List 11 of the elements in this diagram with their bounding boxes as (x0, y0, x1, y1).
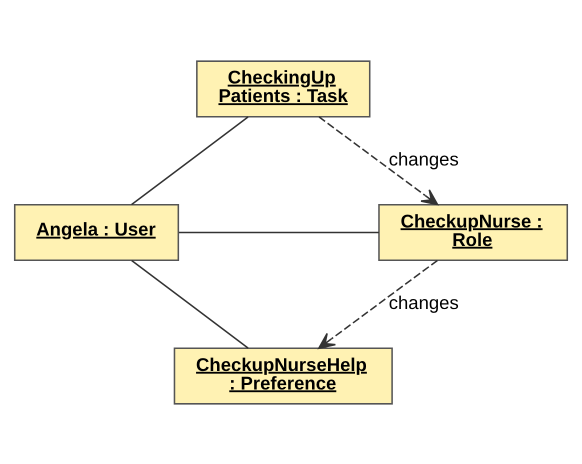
arrow (318, 116, 438, 205)
connector (178, 231, 379, 233)
node-box: Angela : User (14, 203, 180, 261)
connector (131, 116, 249, 205)
node-box: CheckupNurse : Role (378, 203, 568, 261)
edge-label: changes (388, 148, 459, 170)
node-box: CheckingUp Patients : Task (196, 60, 370, 118)
connector (131, 259, 249, 348)
arrow (318, 259, 438, 348)
node-box: CheckupNurseHelp : Preference (174, 346, 393, 404)
edge-label: changes (388, 292, 459, 313)
